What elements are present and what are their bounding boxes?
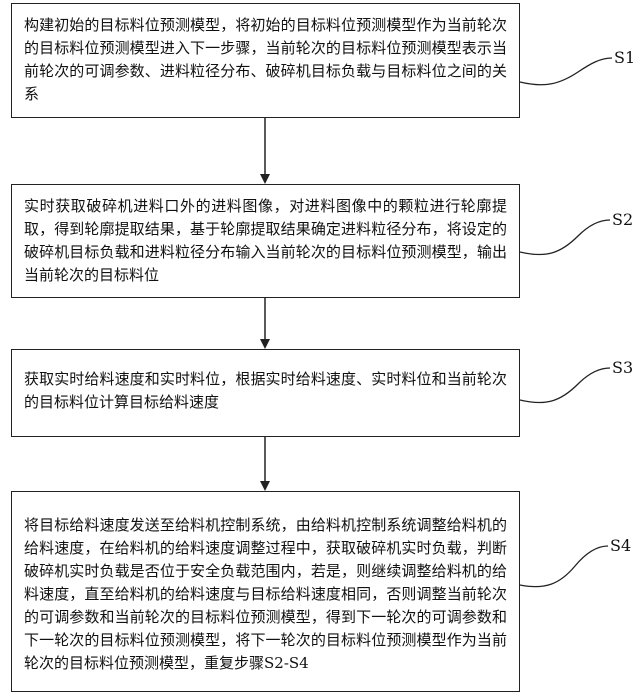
step-box-s2: 实时获取破碎机进料口外的进料图像，对进料图像中的颗粒进行轮廓提取，得到轮廓提取结… [11, 184, 520, 298]
step-label-s4: S4 [610, 536, 632, 555]
step-text-s1: 构建初始的目标料位预测模型，将初始的目标料位预测模型作为当前轮次的目标料位预测模… [24, 16, 507, 103]
step-label-s1: S1 [614, 48, 636, 67]
step-box-s4: 将目标给料速度发送至给料机控制系统，由给料机控制系统调整给料机的给料速度，在给料… [11, 491, 520, 692]
step-box-s1: 构建初始的目标料位预测模型，将初始的目标料位预测模型作为当前轮次的目标料位预测模… [11, 3, 520, 118]
leader-s3 [519, 367, 611, 404]
step-box-s3: 获取实时给料速度和实时料位，根据实时给料速度、实时料位和当前轮次的目标料位计算目… [11, 349, 520, 437]
leader-s2 [519, 219, 611, 256]
step-text-s4: 将目标给料速度发送至给料机控制系统，由给料机控制系统调整给料机的给料速度，在给料… [24, 516, 507, 672]
leader-s1 [519, 57, 613, 86]
step-text-s2: 实时获取破碎机进料口外的进料图像，对进料图像中的颗粒进行轮廓提取，得到轮廓提取结… [24, 197, 507, 284]
step-label-s3: S3 [612, 358, 634, 377]
step-text-s3: 获取实时给料速度和实时料位，根据实时给料速度、实时料位和当前轮次的目标料位计算目… [24, 370, 507, 411]
step-label-s2: S2 [612, 210, 634, 229]
leader-s4 [519, 545, 609, 588]
